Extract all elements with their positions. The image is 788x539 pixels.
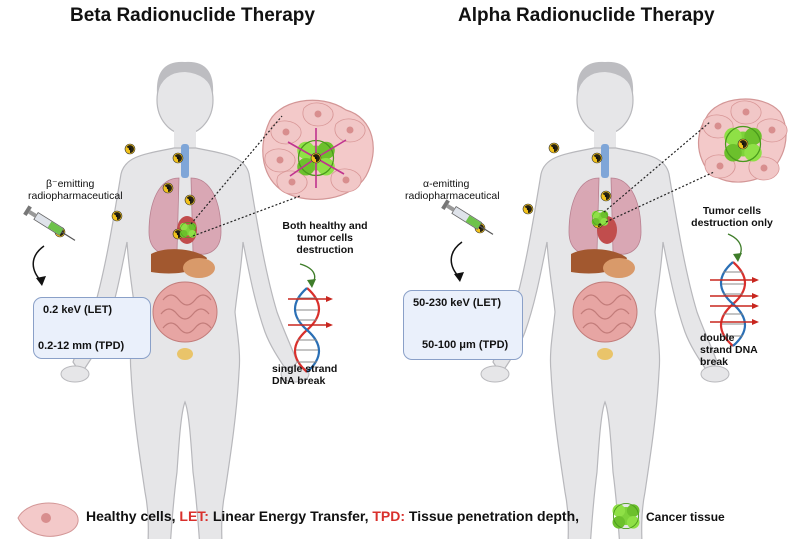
right-let-value: 50-230 keV (LET) bbox=[413, 297, 502, 309]
right-tpd-value: 50-100 μm (TPD) bbox=[422, 339, 509, 351]
right-agent-label: α-emitting radiopharmaceutical bbox=[405, 178, 500, 202]
right-effect-label: Tumor cells destruction only bbox=[691, 205, 773, 229]
left-let-value: 0.2 keV (LET) bbox=[43, 304, 113, 316]
left-dna-label: single strand DNA break bbox=[272, 363, 338, 387]
left-info-box bbox=[33, 297, 151, 359]
left-agent-label: β⁻emitting radiopharmaceutical bbox=[28, 178, 123, 202]
right-tissue-zoom bbox=[697, 98, 788, 183]
left-effect-label: Both healthy and tumor cells destruction bbox=[282, 220, 368, 256]
healthy-cell-legend-icon bbox=[17, 502, 79, 537]
legend-tpd-key: TPD: bbox=[372, 508, 406, 524]
legend-cancer-label: Cancer tissue bbox=[646, 510, 725, 524]
right-syringe-icon bbox=[440, 198, 497, 240]
legend-healthy-label: Healthy cells, bbox=[86, 508, 176, 524]
right-panel-title: Alpha Radionuclide Therapy bbox=[458, 5, 715, 26]
legend-tpd-value: Tissue penetration depth, bbox=[408, 508, 580, 524]
legend-let-value: Linear Energy Transfer, bbox=[212, 508, 369, 524]
left-syringe-icon bbox=[22, 204, 79, 246]
legend-let-key: LET: bbox=[179, 508, 209, 524]
left-curved-arrow bbox=[32, 245, 45, 283]
right-dna-label: double strand DNA break bbox=[700, 332, 758, 368]
left-panel-title: Beta Radionuclide Therapy bbox=[70, 5, 315, 26]
left-tissue-zoom bbox=[262, 99, 374, 200]
cancer-tissue-legend-icon bbox=[612, 502, 640, 530]
legend-text: Healthy cells, LET: Linear Energy Transf… bbox=[86, 508, 579, 524]
left-dna-helix-icon bbox=[293, 286, 321, 374]
right-tumor-in-body bbox=[591, 210, 609, 226]
right-info-box bbox=[403, 290, 523, 360]
right-curved-arrow bbox=[450, 241, 463, 279]
left-tpd-value: 0.2-12 mm (TPD) bbox=[38, 340, 125, 352]
